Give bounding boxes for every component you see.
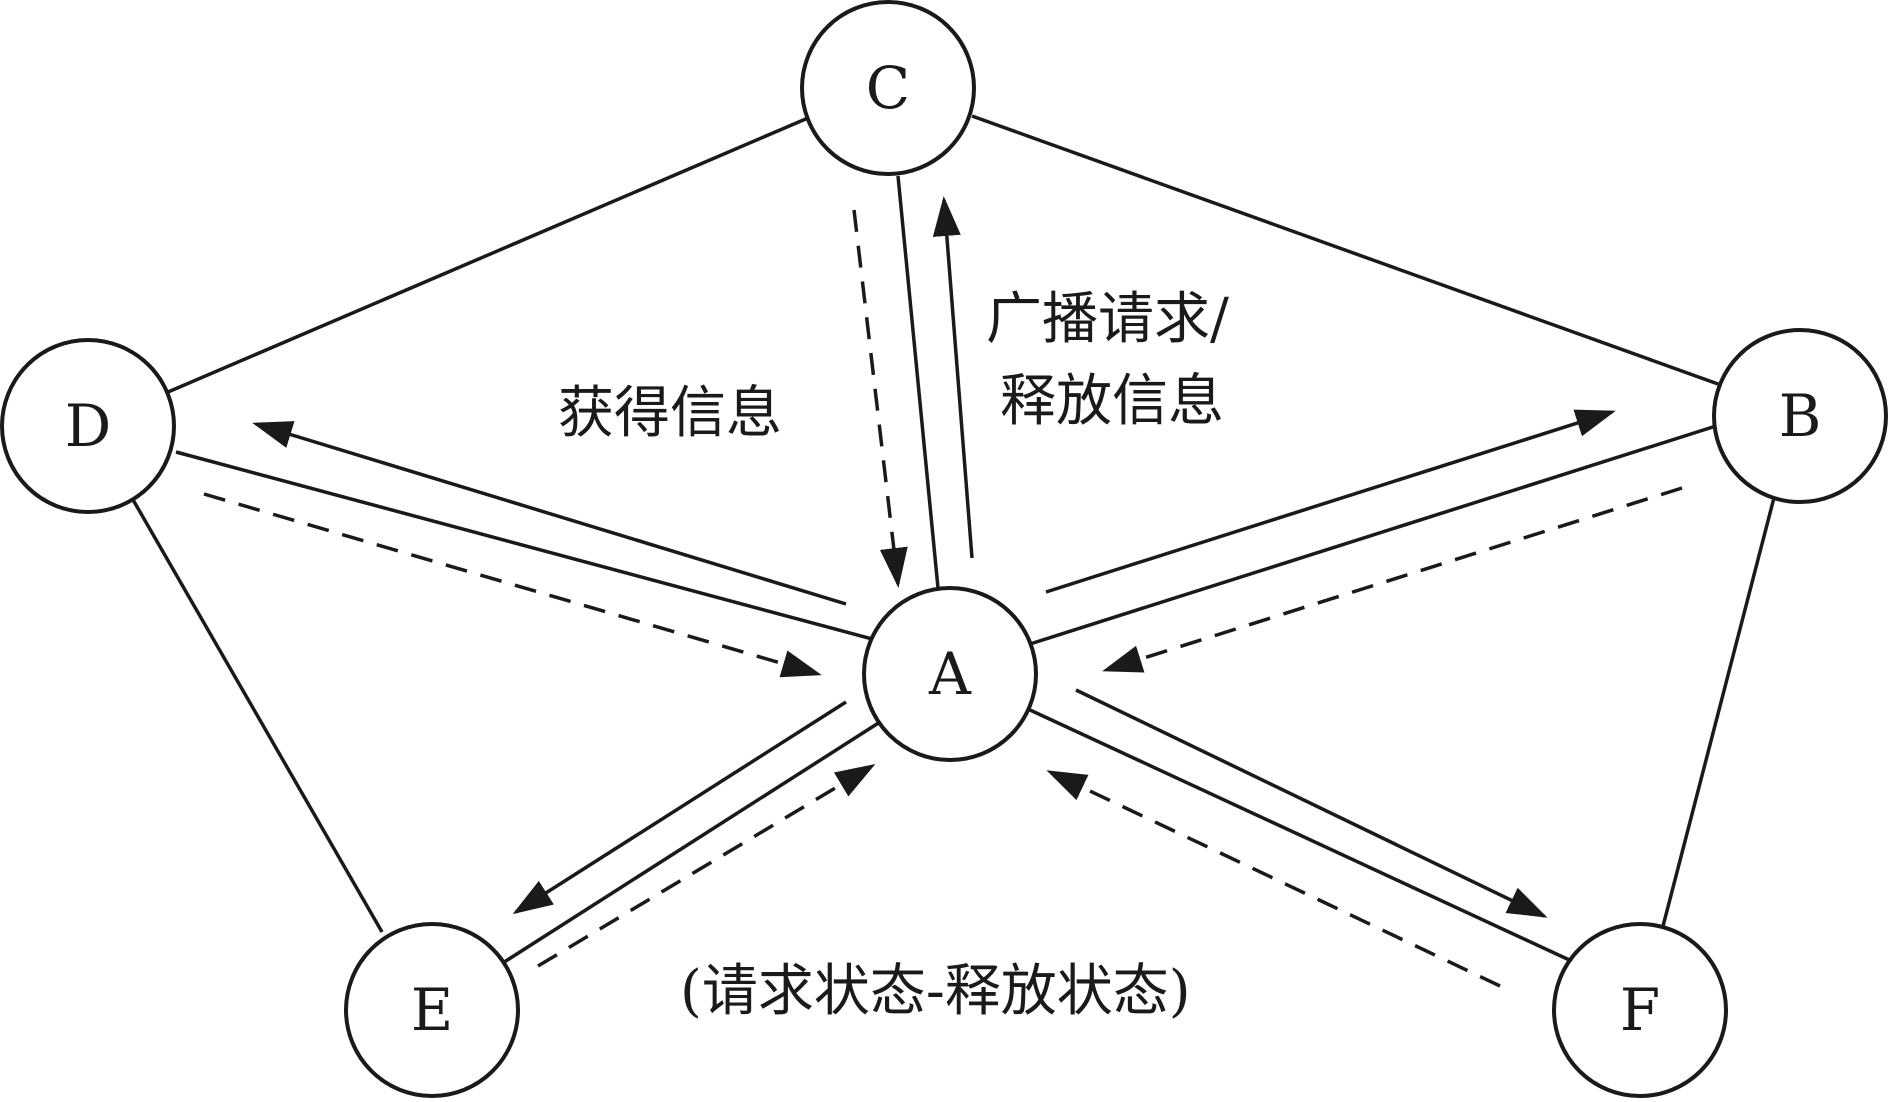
dashed-arrow-d-to-a [203, 492, 822, 678]
edge-a-f [1029, 708, 1579, 966]
arrow-a-to-f [1075, 688, 1548, 918]
edge-a-e [497, 720, 881, 968]
dashed-arrow-f-to-a [1046, 770, 1501, 988]
arrow-a-to-e [512, 700, 847, 915]
edge-a-b [1029, 424, 1717, 646]
node-e-label: E [411, 976, 453, 1044]
get-info-label: 获得信息 [558, 381, 782, 446]
dashed-arrow-b-to-a [1102, 486, 1683, 673]
edge-c-b [971, 114, 1719, 386]
dashed-arrow-e-to-a [537, 763, 876, 968]
arrow-a-to-b [1045, 409, 1616, 594]
edge-c-d [167, 116, 809, 394]
broadcast-label-line1: 广播请求/ [986, 287, 1229, 352]
node-c: C [800, 0, 976, 176]
edge-d-e [130, 497, 384, 933]
node-f-label: F [1620, 976, 1660, 1044]
state-caption: (请求状态-释放状态) [680, 959, 1191, 1024]
node-e: E [344, 922, 520, 1098]
broadcast-label-line2: 释放信息 [1000, 369, 1224, 434]
edge-a-c [896, 175, 940, 589]
arrow-a-to-d [252, 421, 847, 606]
node-d-label: D [65, 392, 112, 460]
node-b-label: B [1779, 382, 1822, 450]
edge-b-f [1660, 489, 1778, 931]
node-a: A [862, 586, 1038, 762]
dashed-arrow-c-to-a [852, 209, 908, 588]
node-c-label: C [866, 54, 910, 122]
arrow-a-to-c [932, 196, 974, 559]
node-a-label: A [928, 640, 972, 708]
node-d: D [0, 338, 176, 514]
node-b: B [1712, 328, 1888, 504]
node-f: F [1552, 922, 1728, 1098]
edge-a-d [175, 450, 877, 642]
